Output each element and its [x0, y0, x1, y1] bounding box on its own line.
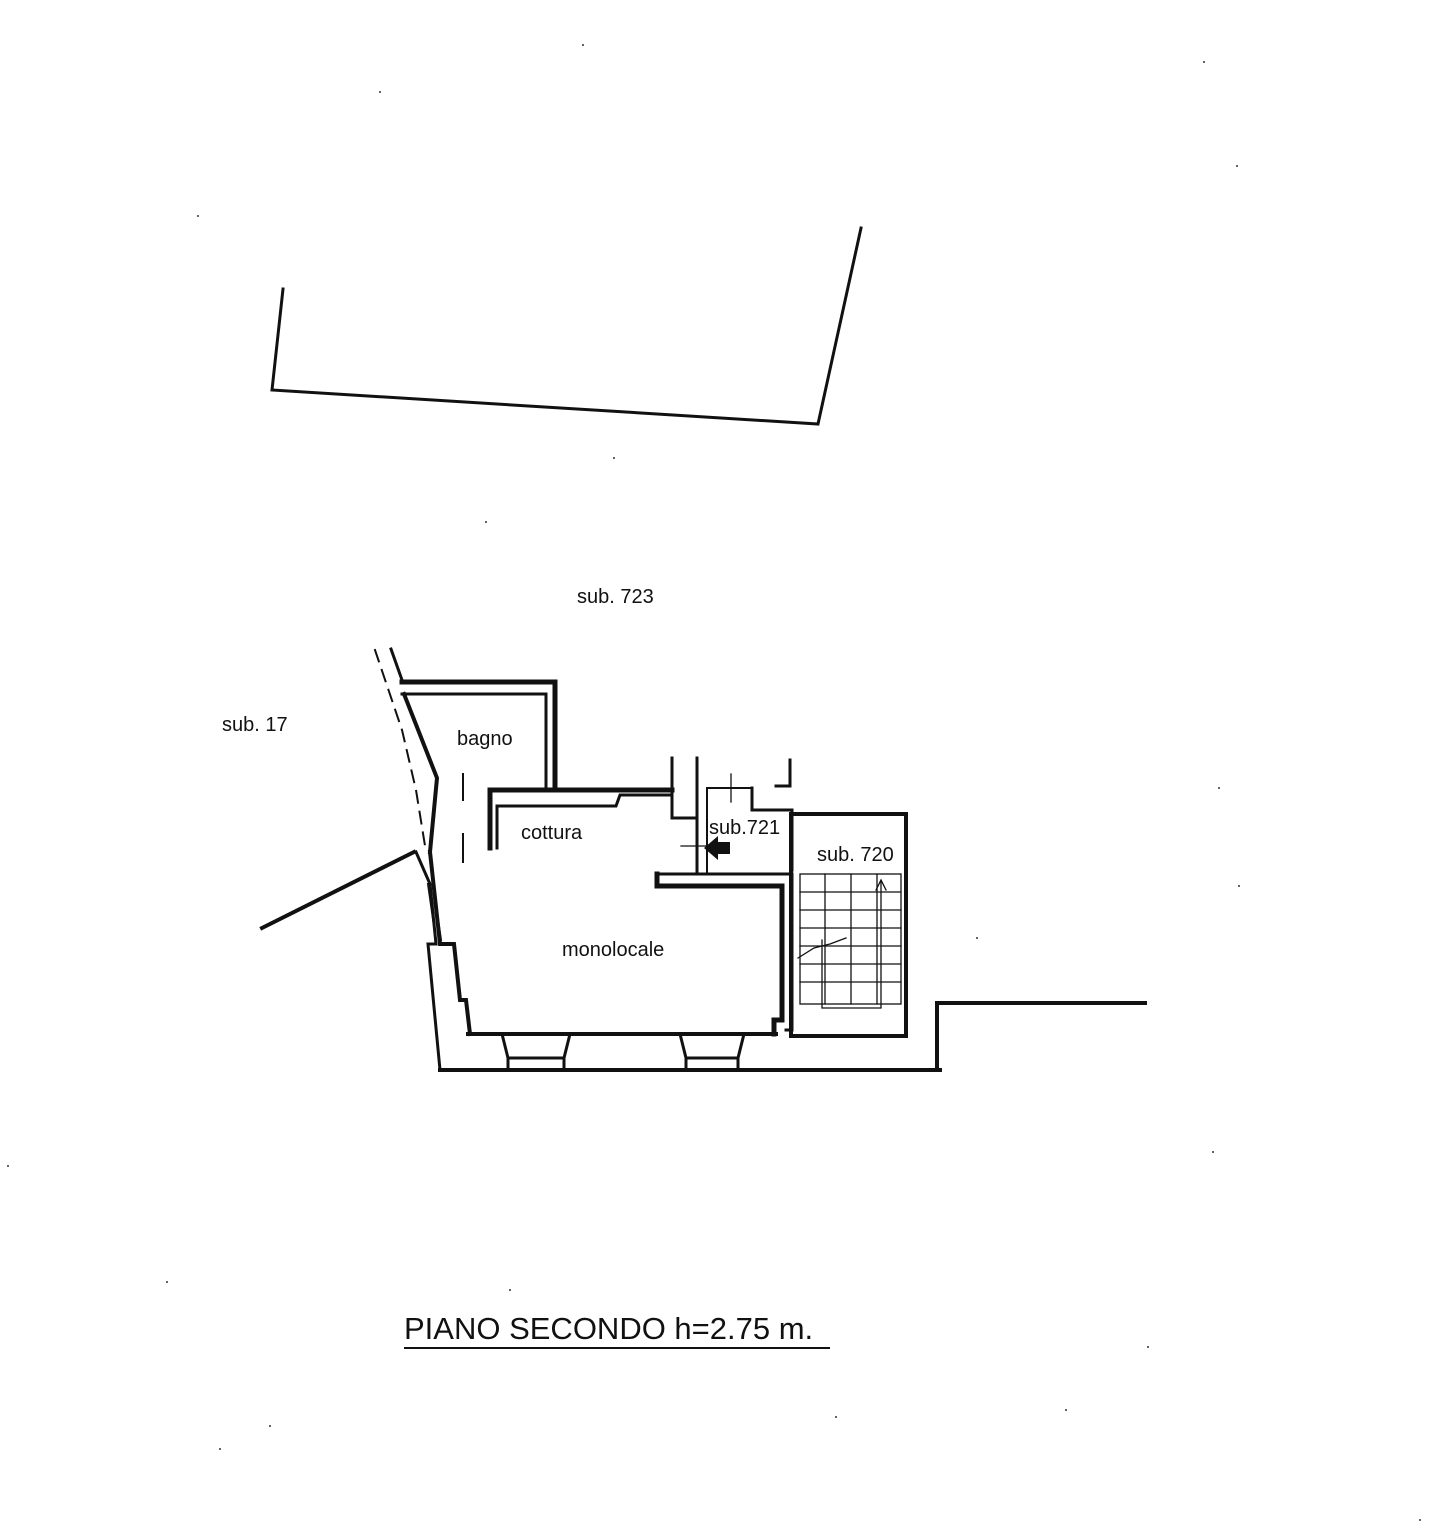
- stairwell-sub-720: [789, 812, 908, 1038]
- plan-title: PIANO SECONDO h=2.75 m.: [404, 1311, 813, 1346]
- right-boundary-line: [935, 1001, 1147, 1072]
- label-sub-17: sub. 17: [222, 714, 288, 736]
- label-bagno: bagno: [457, 728, 513, 750]
- entrance-arrow-icon: [704, 836, 730, 860]
- label-sub-720: sub. 720: [817, 844, 894, 866]
- window-right: [678, 1032, 746, 1072]
- left-diagonal-wall: [259, 849, 417, 931]
- label-sub-723: sub. 723: [577, 586, 654, 608]
- upper-boundary-outline: [270, 226, 863, 426]
- dashed-boundary-line: [373, 648, 428, 854]
- window-left: [500, 1032, 572, 1072]
- kitchen-walls: [487, 756, 699, 876]
- label-monolocale: monolocale: [562, 939, 664, 961]
- scan-noise: [7, 44, 1421, 1521]
- label-cottura: cottura: [521, 822, 583, 844]
- label-sub-721: sub.721: [709, 817, 780, 839]
- bathroom-walls: [389, 647, 558, 863]
